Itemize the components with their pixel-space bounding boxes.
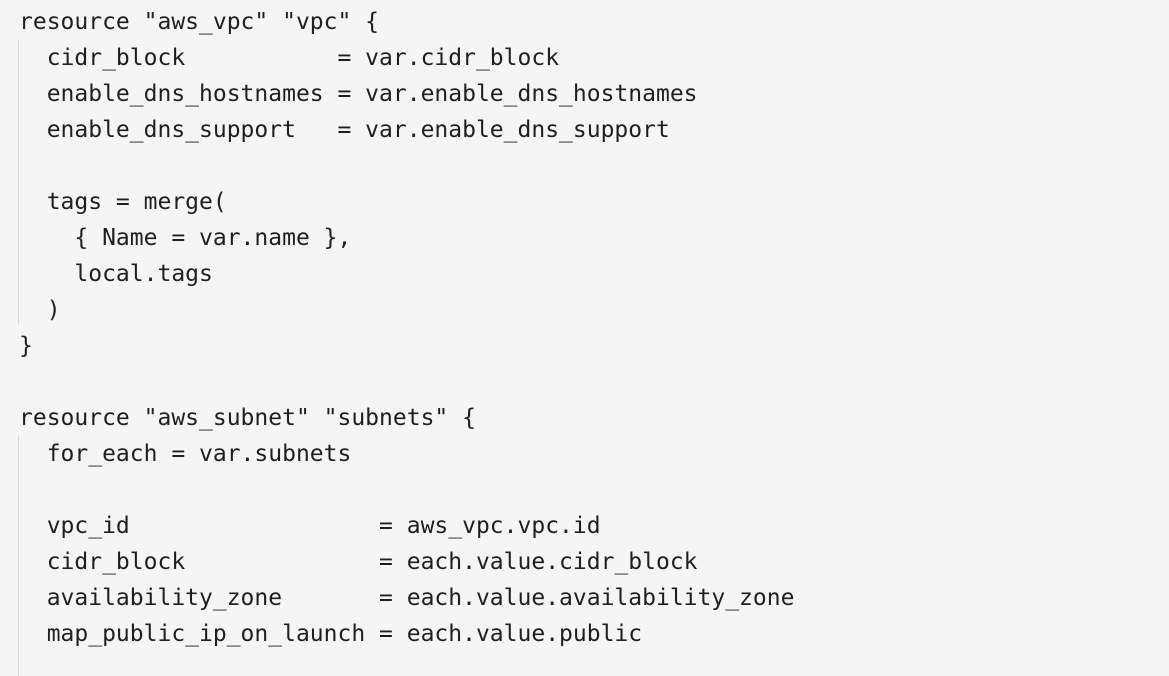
code-line[interactable]: availability_zone = each.value.availabil… [19, 585, 795, 611]
code-line[interactable]: tags = merge( [19, 189, 227, 215]
indent-guide [18, 40, 19, 324]
code-line[interactable]: vpc_id = aws_vpc.vpc.id [19, 513, 601, 539]
code-line[interactable]: } [19, 333, 33, 359]
indent-guide [18, 436, 19, 676]
code-line[interactable]: for_each = var.subnets [19, 441, 352, 467]
code-line[interactable]: { Name = var.name }, [19, 225, 352, 251]
code-line[interactable]: local.tags [19, 261, 213, 287]
code-line[interactable]: ) [19, 297, 61, 323]
code-line[interactable]: resource "aws_vpc" "vpc" { [19, 9, 380, 35]
code-line[interactable]: enable_dns_hostnames = var.enable_dns_ho… [19, 81, 698, 107]
code-line[interactable]: resource "aws_subnet" "subnets" { [19, 405, 476, 431]
code-line[interactable]: cidr_block = each.value.cidr_block [19, 549, 698, 575]
code-line[interactable]: map_public_ip_on_launch = each.value.pub… [19, 621, 643, 647]
code-line[interactable]: enable_dns_support = var.enable_dns_supp… [19, 117, 670, 143]
code-line[interactable]: cidr_block = var.cidr_block [19, 45, 560, 71]
